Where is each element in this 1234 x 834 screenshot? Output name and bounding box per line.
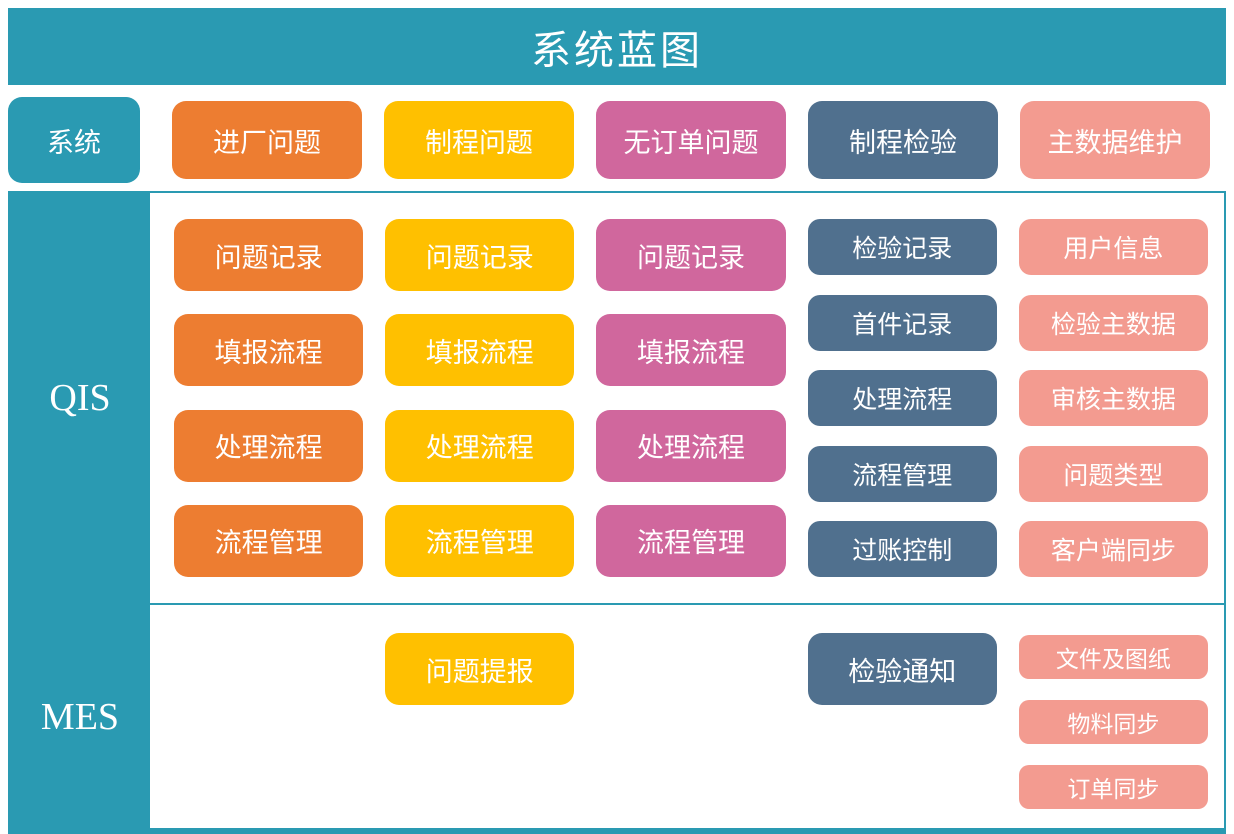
module-box: 用户信息: [1018, 219, 1209, 275]
category-incoming-problems: 进厂问题: [172, 101, 362, 179]
module-box: 处理流程: [596, 409, 786, 482]
module-box: 流程管理: [596, 504, 786, 577]
module-box: 文件及图纸: [1018, 635, 1209, 679]
qis-column-incoming: 问题记录 填报流程 处理流程 流程管理: [174, 193, 364, 603]
module-box: 问题类型: [1018, 445, 1209, 502]
qis-column-master-data: 用户信息 检验主数据 审核主数据 问题类型 客户端同步: [1018, 193, 1209, 603]
qis-content: 问题记录 填报流程 处理流程 流程管理 问题记录 填报流程 处理流程 流程管理 …: [150, 193, 1224, 603]
mes-content: 问题提报 检验通知 文件及图纸 物料同步 订单同步: [150, 605, 1224, 828]
system-label-cell: 系统: [8, 97, 148, 183]
qis-column-inspection: 检验记录 首件记录 处理流程 流程管理 过账控制: [807, 193, 997, 603]
module-box: 审核主数据: [1018, 370, 1209, 426]
module-box: 问题记录: [385, 219, 575, 291]
module-box: 检验主数据: [1018, 294, 1209, 351]
mes-column-inspection: 检验通知: [807, 605, 997, 828]
module-box: 流程管理: [807, 445, 997, 502]
title-bar: 系统蓝图: [8, 8, 1226, 85]
category-no-order-problems: 无订单问题: [596, 101, 786, 179]
module-box: 客户端同步: [1018, 521, 1209, 577]
category-master-data-maintenance: 主数据维护: [1020, 101, 1210, 179]
mes-section-label: MES: [10, 605, 150, 828]
module-box: 填报流程: [174, 314, 364, 387]
module-box: 检验记录: [807, 219, 997, 275]
system-label: 系统: [8, 97, 140, 183]
module-box: 流程管理: [385, 504, 575, 577]
mes-column-process: 问题提报: [385, 605, 575, 828]
module-box: 检验通知: [807, 633, 997, 705]
module-box: 物料同步: [1018, 700, 1209, 744]
module-box: 首件记录: [807, 294, 997, 351]
module-box: 流程管理: [174, 504, 364, 577]
module-box: 处理流程: [807, 370, 997, 426]
qis-column-process: 问题记录 填报流程 处理流程 流程管理: [385, 193, 575, 603]
category-header-boxes: 进厂问题 制程问题 无订单问题 制程检验 主数据维护: [148, 97, 1226, 183]
category-header-row: 系统 进厂问题 制程问题 无订单问题 制程检验 主数据维护: [8, 97, 1226, 183]
category-process-problems: 制程问题: [384, 101, 574, 179]
module-box: 订单同步: [1018, 765, 1209, 809]
category-process-inspection: 制程检验: [808, 101, 998, 179]
module-box: 处理流程: [385, 409, 575, 482]
module-box: 问题提报: [385, 633, 575, 705]
qis-section: QIS 问题记录 填报流程 处理流程 流程管理 问题记录 填报流程 处理流程 流…: [10, 193, 1224, 603]
qis-column-no-order: 问题记录 填报流程 处理流程 流程管理: [596, 193, 786, 603]
module-box: 填报流程: [385, 314, 575, 387]
qis-section-label: QIS: [10, 193, 150, 603]
module-box: 过账控制: [807, 521, 997, 577]
mes-column-incoming: [174, 605, 363, 828]
mes-section: MES 问题提报 检验通知 文件及图纸 物料同步 订单同步: [10, 603, 1224, 828]
module-box: 问题记录: [174, 219, 364, 291]
mes-column-no-order: [596, 605, 785, 828]
mes-column-master-data: 文件及图纸 物料同步 订单同步: [1018, 605, 1209, 828]
module-box: 填报流程: [596, 314, 786, 387]
page-title: 系统蓝图: [531, 27, 703, 73]
module-box: 问题记录: [596, 219, 786, 291]
module-box: 处理流程: [174, 409, 364, 482]
main-frame: QIS 问题记录 填报流程 处理流程 流程管理 问题记录 填报流程 处理流程 流…: [8, 191, 1226, 834]
